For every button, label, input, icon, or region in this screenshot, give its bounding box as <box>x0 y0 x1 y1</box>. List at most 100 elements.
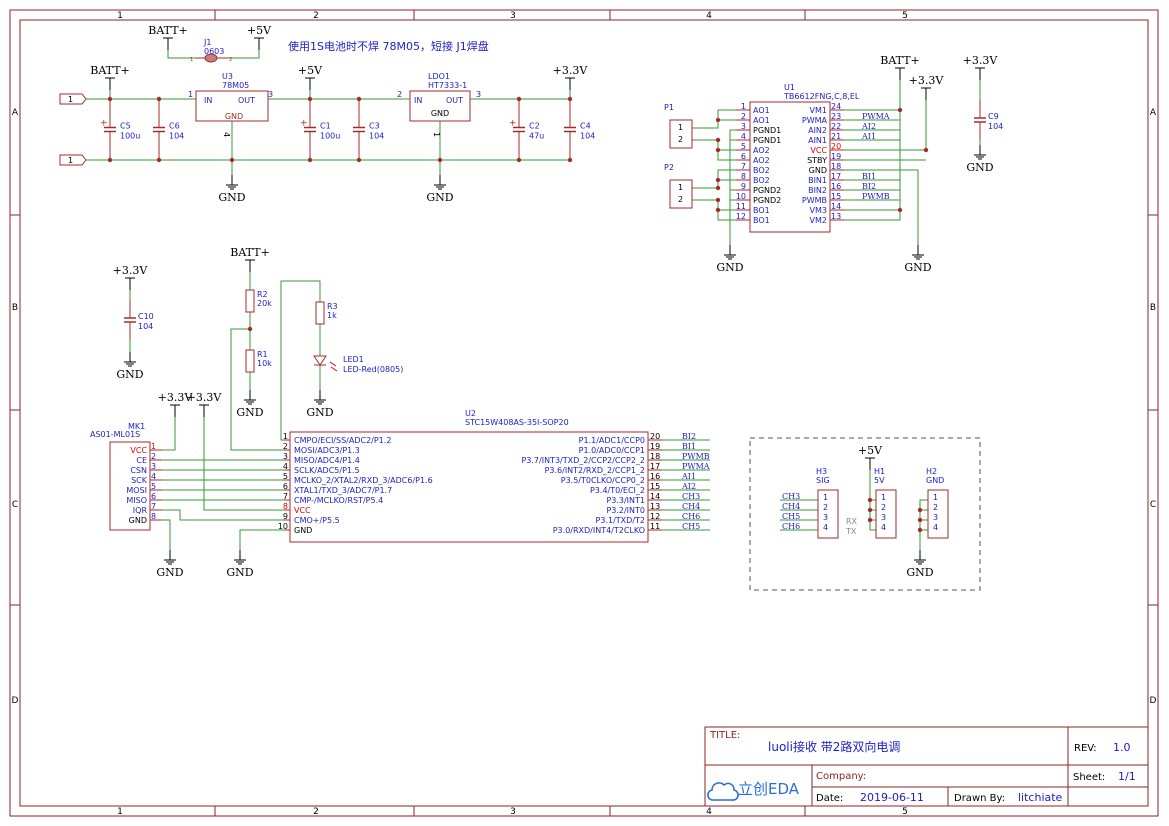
components-layer <box>59 37 986 591</box>
junction-dot <box>715 177 721 183</box>
pin-number: 4 <box>222 132 231 137</box>
pin-number: 4 <box>823 523 828 532</box>
resistor-body <box>245 349 255 373</box>
net-label: BI1 <box>862 172 876 181</box>
drawn-by-label: Drawn By: <box>954 793 1005 804</box>
pin-number: 6 <box>151 492 156 501</box>
pin-header-body <box>669 119 693 149</box>
net-label: BI1 <box>682 442 696 451</box>
u3-ref: U3 <box>222 72 233 81</box>
u2-pin-name: P3.6/INT2/RXD_2/CCP1_2 <box>545 466 645 475</box>
rx-label: RX <box>846 517 858 526</box>
pin-number: 16 <box>831 182 841 191</box>
junction-dot <box>923 147 929 153</box>
ldo1-value: HT7333-1 <box>428 81 467 90</box>
pin-number: 2 <box>397 90 402 99</box>
j1-pin2: 2 <box>229 57 232 63</box>
pin-number: 5 <box>151 482 156 491</box>
u1-pin-name: PWMA <box>802 116 828 125</box>
frame-row-label: A <box>1150 108 1157 118</box>
cap-value: 104 <box>369 132 384 141</box>
mk1-ref: MK1 <box>128 422 145 431</box>
pin-number: 1 <box>678 123 683 132</box>
wire <box>280 280 321 441</box>
c9-gnd-symbol: GND <box>966 161 993 174</box>
mk1-pin-name: GND <box>129 516 147 525</box>
net-label: CH5 <box>782 512 800 521</box>
u2-pin-name: P3.5/T0CLKO/CCP0_2 <box>561 476 645 485</box>
net-label: AI1 <box>861 132 876 141</box>
junction-dot <box>897 207 903 213</box>
header-body <box>927 489 949 539</box>
u2-pin-name: SCLK/ADC5/P1.5 <box>294 466 360 475</box>
date-value: 2019-06-11 <box>860 791 924 804</box>
v33-label: +3.3V <box>909 74 945 87</box>
pin-number: 9 <box>741 182 746 191</box>
net-label: CH6 <box>682 512 700 521</box>
pin-number: 6 <box>741 152 746 161</box>
junction-dot <box>247 326 253 332</box>
pin-number: 20 <box>650 432 660 441</box>
frame-col-label: 5 <box>902 807 908 817</box>
pin-number: 3 <box>268 90 273 99</box>
pin-number: 15 <box>650 482 660 491</box>
cap-value: 47u <box>529 132 544 141</box>
polarity-mark: + <box>100 119 108 129</box>
u1-pin-name: BO1 <box>753 216 770 225</box>
u2-pin-name: MCLKO_2/XTAL2/RXD_3/ADC6/P1.6 <box>294 476 433 485</box>
u1-gnd-symbol: GND <box>904 261 931 274</box>
net-label: CH6 <box>782 522 800 531</box>
u2-pin-name: MISO/ADC4/P1.4 <box>294 456 360 465</box>
u2-mcu-body <box>289 431 649 543</box>
junction-dot <box>917 507 923 513</box>
wire <box>729 140 736 191</box>
u1-pin-name: BIN2 <box>808 186 827 195</box>
u2-pin-name: CMPO/ECI/SS/ADC2/P1.2 <box>294 436 391 445</box>
wires-layer <box>86 50 981 555</box>
u1-pin-name: PGND1 <box>753 126 781 135</box>
u3-regulator-body <box>195 90 269 122</box>
u3-out: OUT <box>238 96 255 105</box>
sheet-label: Sheet: <box>1073 772 1105 783</box>
wire <box>729 129 736 141</box>
tx-label: TX <box>845 527 857 536</box>
pin-number: 2 <box>741 112 746 121</box>
u2-pin-name: XTAL1/TXD_3/ADC7/P1.7 <box>294 486 392 495</box>
frame-row-label: A <box>12 108 19 118</box>
pin-number: 12 <box>650 512 660 521</box>
pin-number: 12 <box>736 212 746 221</box>
junction-dot <box>229 157 235 163</box>
pin-number: 1 <box>188 90 193 99</box>
pin-number: 3 <box>283 452 288 461</box>
u2-pin-name: P3.0/RXD/INT4/T2CLKO <box>553 526 645 535</box>
u1-driver-body <box>749 101 831 233</box>
pin-number: 8 <box>151 512 156 521</box>
pin-number: 9 <box>283 512 288 521</box>
frame-row-label: D <box>1150 696 1157 706</box>
wire <box>162 509 284 521</box>
u2-pin-name: P1.1/ADC1/CCP0 <box>579 436 645 445</box>
resistor-body <box>245 289 255 313</box>
frame-col-label: 4 <box>706 11 712 21</box>
title-text: luoli接收 带2路双向电调 <box>768 739 900 754</box>
u3-gnd: GND <box>225 112 243 121</box>
cap-ref: C3 <box>369 122 380 131</box>
pin-number: 8 <box>741 172 746 181</box>
header-ref: H2 <box>926 467 937 476</box>
frame-row-label: D <box>12 696 19 706</box>
cap-ref: C4 <box>580 122 591 131</box>
cap-ref: C5 <box>120 122 131 131</box>
frame-col-label: 1 <box>117 807 123 817</box>
rev-value: 1.0 <box>1113 741 1131 754</box>
pin-number: 1 <box>283 432 288 441</box>
wire <box>692 169 736 189</box>
frame-col-label: 3 <box>510 807 516 817</box>
mk1-pin-name: CE <box>136 456 147 465</box>
pin-number: 18 <box>650 452 660 461</box>
frame-col-label: 5 <box>902 11 908 21</box>
frame-col-label: 2 <box>313 11 319 21</box>
ldo1-ref: LDO1 <box>428 72 450 81</box>
pin-number: 1 <box>432 132 441 137</box>
junction-dot <box>715 147 721 153</box>
date-label: Date: <box>816 793 843 804</box>
